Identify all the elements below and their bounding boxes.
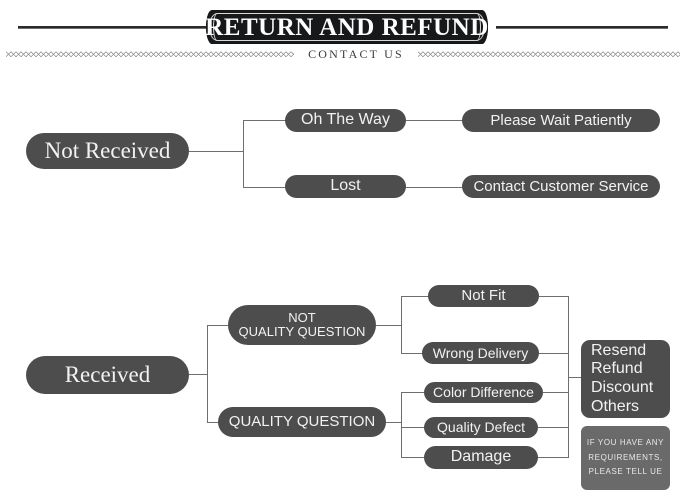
- contact-us-label: CONTACT US: [308, 46, 404, 61]
- connector-to-quality-defect: [401, 427, 425, 428]
- connector-outcome-merge-bracket: [568, 296, 569, 457]
- node-not-quality-question[interactable]: NOT QUALITY QUESTION: [228, 305, 376, 345]
- node-quality-defect[interactable]: Quality Defect: [424, 417, 538, 438]
- node-received[interactable]: Received: [26, 356, 189, 394]
- outcome-line-others: Others: [591, 397, 640, 415]
- connector-to-oh-the-way: [243, 120, 286, 121]
- connector-wrong-delivery-merge: [539, 353, 569, 354]
- connector-to-not-quality-question: [207, 325, 231, 326]
- zigzag-divider-right: [417, 50, 680, 58]
- node-lost[interactable]: Lost: [285, 175, 406, 198]
- connector-to-color-difference: [401, 392, 425, 393]
- zigzag-divider-left: [6, 50, 295, 58]
- connector-not-received-bracket: [243, 120, 244, 187]
- page-title: RETURN AND REFUND: [205, 13, 489, 41]
- header-rule-right: [496, 26, 668, 29]
- node-damage[interactable]: Damage: [424, 446, 538, 469]
- note-line-3: PLEASE TELL UE: [588, 467, 663, 477]
- connector-received-bracket: [207, 325, 208, 422]
- connector-to-lost: [243, 187, 286, 188]
- connector-to-wrong-delivery: [401, 353, 429, 354]
- outcome-line-resend: Resend: [591, 341, 647, 359]
- connector-not-fit-merge: [539, 296, 569, 297]
- connector-color-difference-merge: [543, 392, 569, 393]
- connector-outcome-stem: [568, 377, 582, 378]
- connector-to-not-fit: [401, 296, 429, 297]
- node-wrong-delivery[interactable]: Wrong Delivery: [422, 342, 539, 364]
- node-oh-the-way[interactable]: Oh The Way: [285, 109, 406, 132]
- node-please-wait-patiently[interactable]: Please Wait Patiently: [462, 109, 660, 132]
- node-color-difference[interactable]: Color Difference: [424, 382, 543, 403]
- header-rule-left: [18, 26, 210, 29]
- outcome-line-refund: Refund: [591, 360, 643, 378]
- note-line-1: IF YOU HAVE ANY: [586, 437, 665, 447]
- connector-quality-defect-merge: [538, 427, 569, 428]
- connector-oh-the-way-to-action: [406, 120, 462, 121]
- connector-lost-to-action: [406, 187, 462, 188]
- node-outcome-options[interactable]: Resend Refund Discount Others: [581, 340, 670, 418]
- contact-us-row: CONTACT US: [0, 44, 686, 64]
- node-contact-customer-service[interactable]: Contact Customer Service: [462, 175, 660, 198]
- connector-qq-bracket: [401, 392, 402, 457]
- connector-not-received-stem: [189, 151, 244, 152]
- not-quality-question-line2: QUALITY QUESTION: [238, 324, 366, 339]
- connector-nqq-stem: [376, 325, 402, 326]
- node-not-fit[interactable]: Not Fit: [428, 285, 539, 307]
- connector-qq-stem: [386, 422, 402, 423]
- connector-damage-merge: [538, 457, 569, 458]
- connector-nqq-bracket: [401, 296, 402, 353]
- connector-received-stem: [189, 374, 208, 375]
- not-quality-question-line1: NOT: [288, 310, 316, 326]
- outcome-line-discount: Discount: [591, 379, 654, 396]
- note-line-2: REQUIREMENTS,: [588, 452, 663, 462]
- title-banner: RETURN AND REFUND: [205, 10, 489, 44]
- connector-to-damage: [401, 457, 425, 458]
- node-quality-question[interactable]: QUALITY QUESTION: [218, 407, 386, 437]
- requirements-note: IF YOU HAVE ANY REQUIREMENTS, PLEASE TEL…: [581, 426, 670, 490]
- node-not-received[interactable]: Not Received: [26, 133, 189, 169]
